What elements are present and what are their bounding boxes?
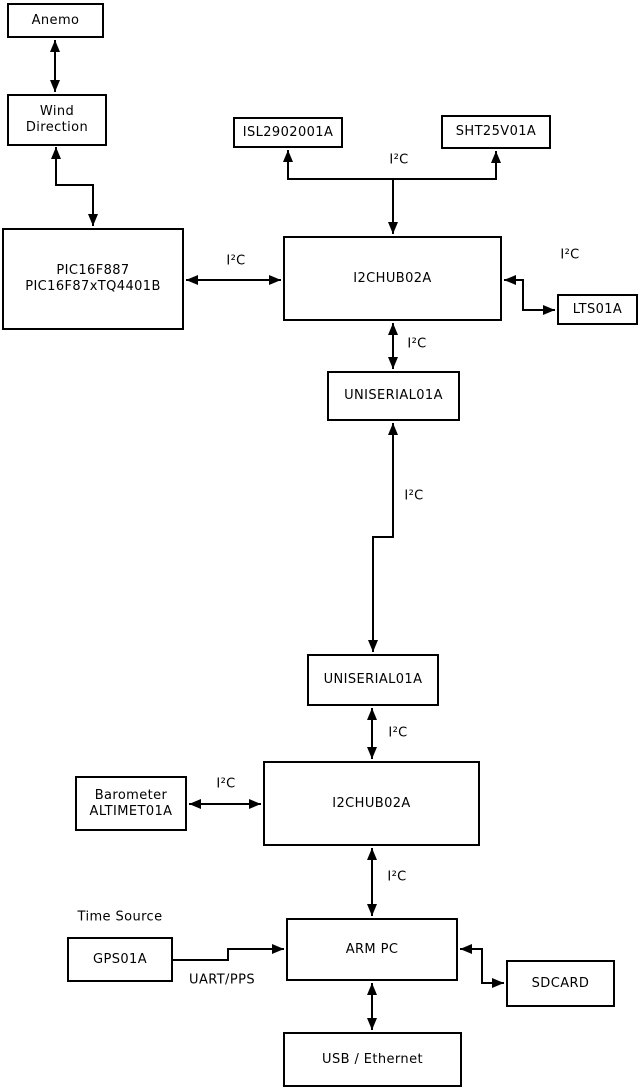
label-i2c-hub-uniserial: I²C <box>407 336 427 352</box>
box-barometer-label: Barometer ALTIMET01A <box>89 787 173 819</box>
box-isl: ISL2902001A <box>233 117 343 148</box>
box-wind-direction: Wind Direction <box>7 94 107 146</box>
box-arm-pc-label: ARM PC <box>345 941 399 957</box>
label-i2c-uniserial-link: I²C <box>404 488 424 504</box>
box-gps-label: GPS01A <box>92 951 147 967</box>
box-uniserial-bottom-label: UNISERIAL01A <box>323 672 423 687</box>
box-barometer: Barometer ALTIMET01A <box>75 776 187 831</box>
box-anemo-label: Anemo <box>31 12 80 28</box>
box-uniserial-top-label: UNISERIAL01A <box>344 388 443 403</box>
label-i2c-lts: I²C <box>560 247 580 263</box>
box-lts: LTS01A <box>557 294 638 325</box>
connector-arm-pc-sdcard <box>460 944 504 988</box>
box-pic: PIC16F887 PIC16F87xTQ4401B <box>2 228 184 330</box>
box-sht: SHT25V01A <box>441 115 551 149</box>
connector-gps-arm-pc <box>173 944 284 961</box>
box-wind-direction-label: Wind Direction <box>25 104 89 135</box>
label-i2c-isl-sht: I²C <box>389 152 409 168</box>
box-anemo: Anemo <box>7 3 104 38</box>
box-uniserial-top: UNISERIAL01A <box>327 371 460 421</box>
box-gps: GPS01A <box>67 937 173 982</box>
connector-wind-direction-pic <box>51 147 98 226</box>
label-i2c-barometer: I²C <box>216 776 236 792</box>
box-i2chub-top-label: I2CHUB02A <box>353 270 432 286</box>
connector-uniserial-top-uniserial-bottom <box>368 423 398 652</box>
box-sdcard-label: SDCARD <box>531 975 590 991</box>
box-i2chub-top: I2CHUB02A <box>283 236 502 321</box>
label-i2c-uniserial-hub: I²C <box>388 725 408 741</box>
connector-i2chub-top-lts <box>504 275 555 315</box>
box-lts-label: LTS01A <box>572 301 623 317</box>
box-isl-label: ISL2902001A <box>242 124 334 140</box>
box-sht-label: SHT25V01A <box>455 124 537 139</box>
label-uart-pps: UART/PPS <box>189 972 255 988</box>
box-uniserial-bottom: UNISERIAL01A <box>307 654 439 706</box>
box-i2chub-bottom-label: I2CHUB02A <box>332 795 411 811</box>
box-arm-pc: ARM PC <box>286 918 458 981</box>
label-i2c-pic-hub: I²C <box>226 253 246 269</box>
box-usb-ethernet-label: USB / Ethernet <box>322 1051 423 1067</box>
box-sdcard: SDCARD <box>506 960 615 1007</box>
box-usb-ethernet: USB / Ethernet <box>283 1032 462 1087</box>
box-i2chub-bottom: I2CHUB02A <box>263 761 480 846</box>
label-time-source: Time Source <box>77 909 163 925</box>
box-pic-label: PIC16F887 PIC16F87xTQ4401B <box>25 263 161 294</box>
label-i2c-hub-arm: I²C <box>387 869 407 885</box>
